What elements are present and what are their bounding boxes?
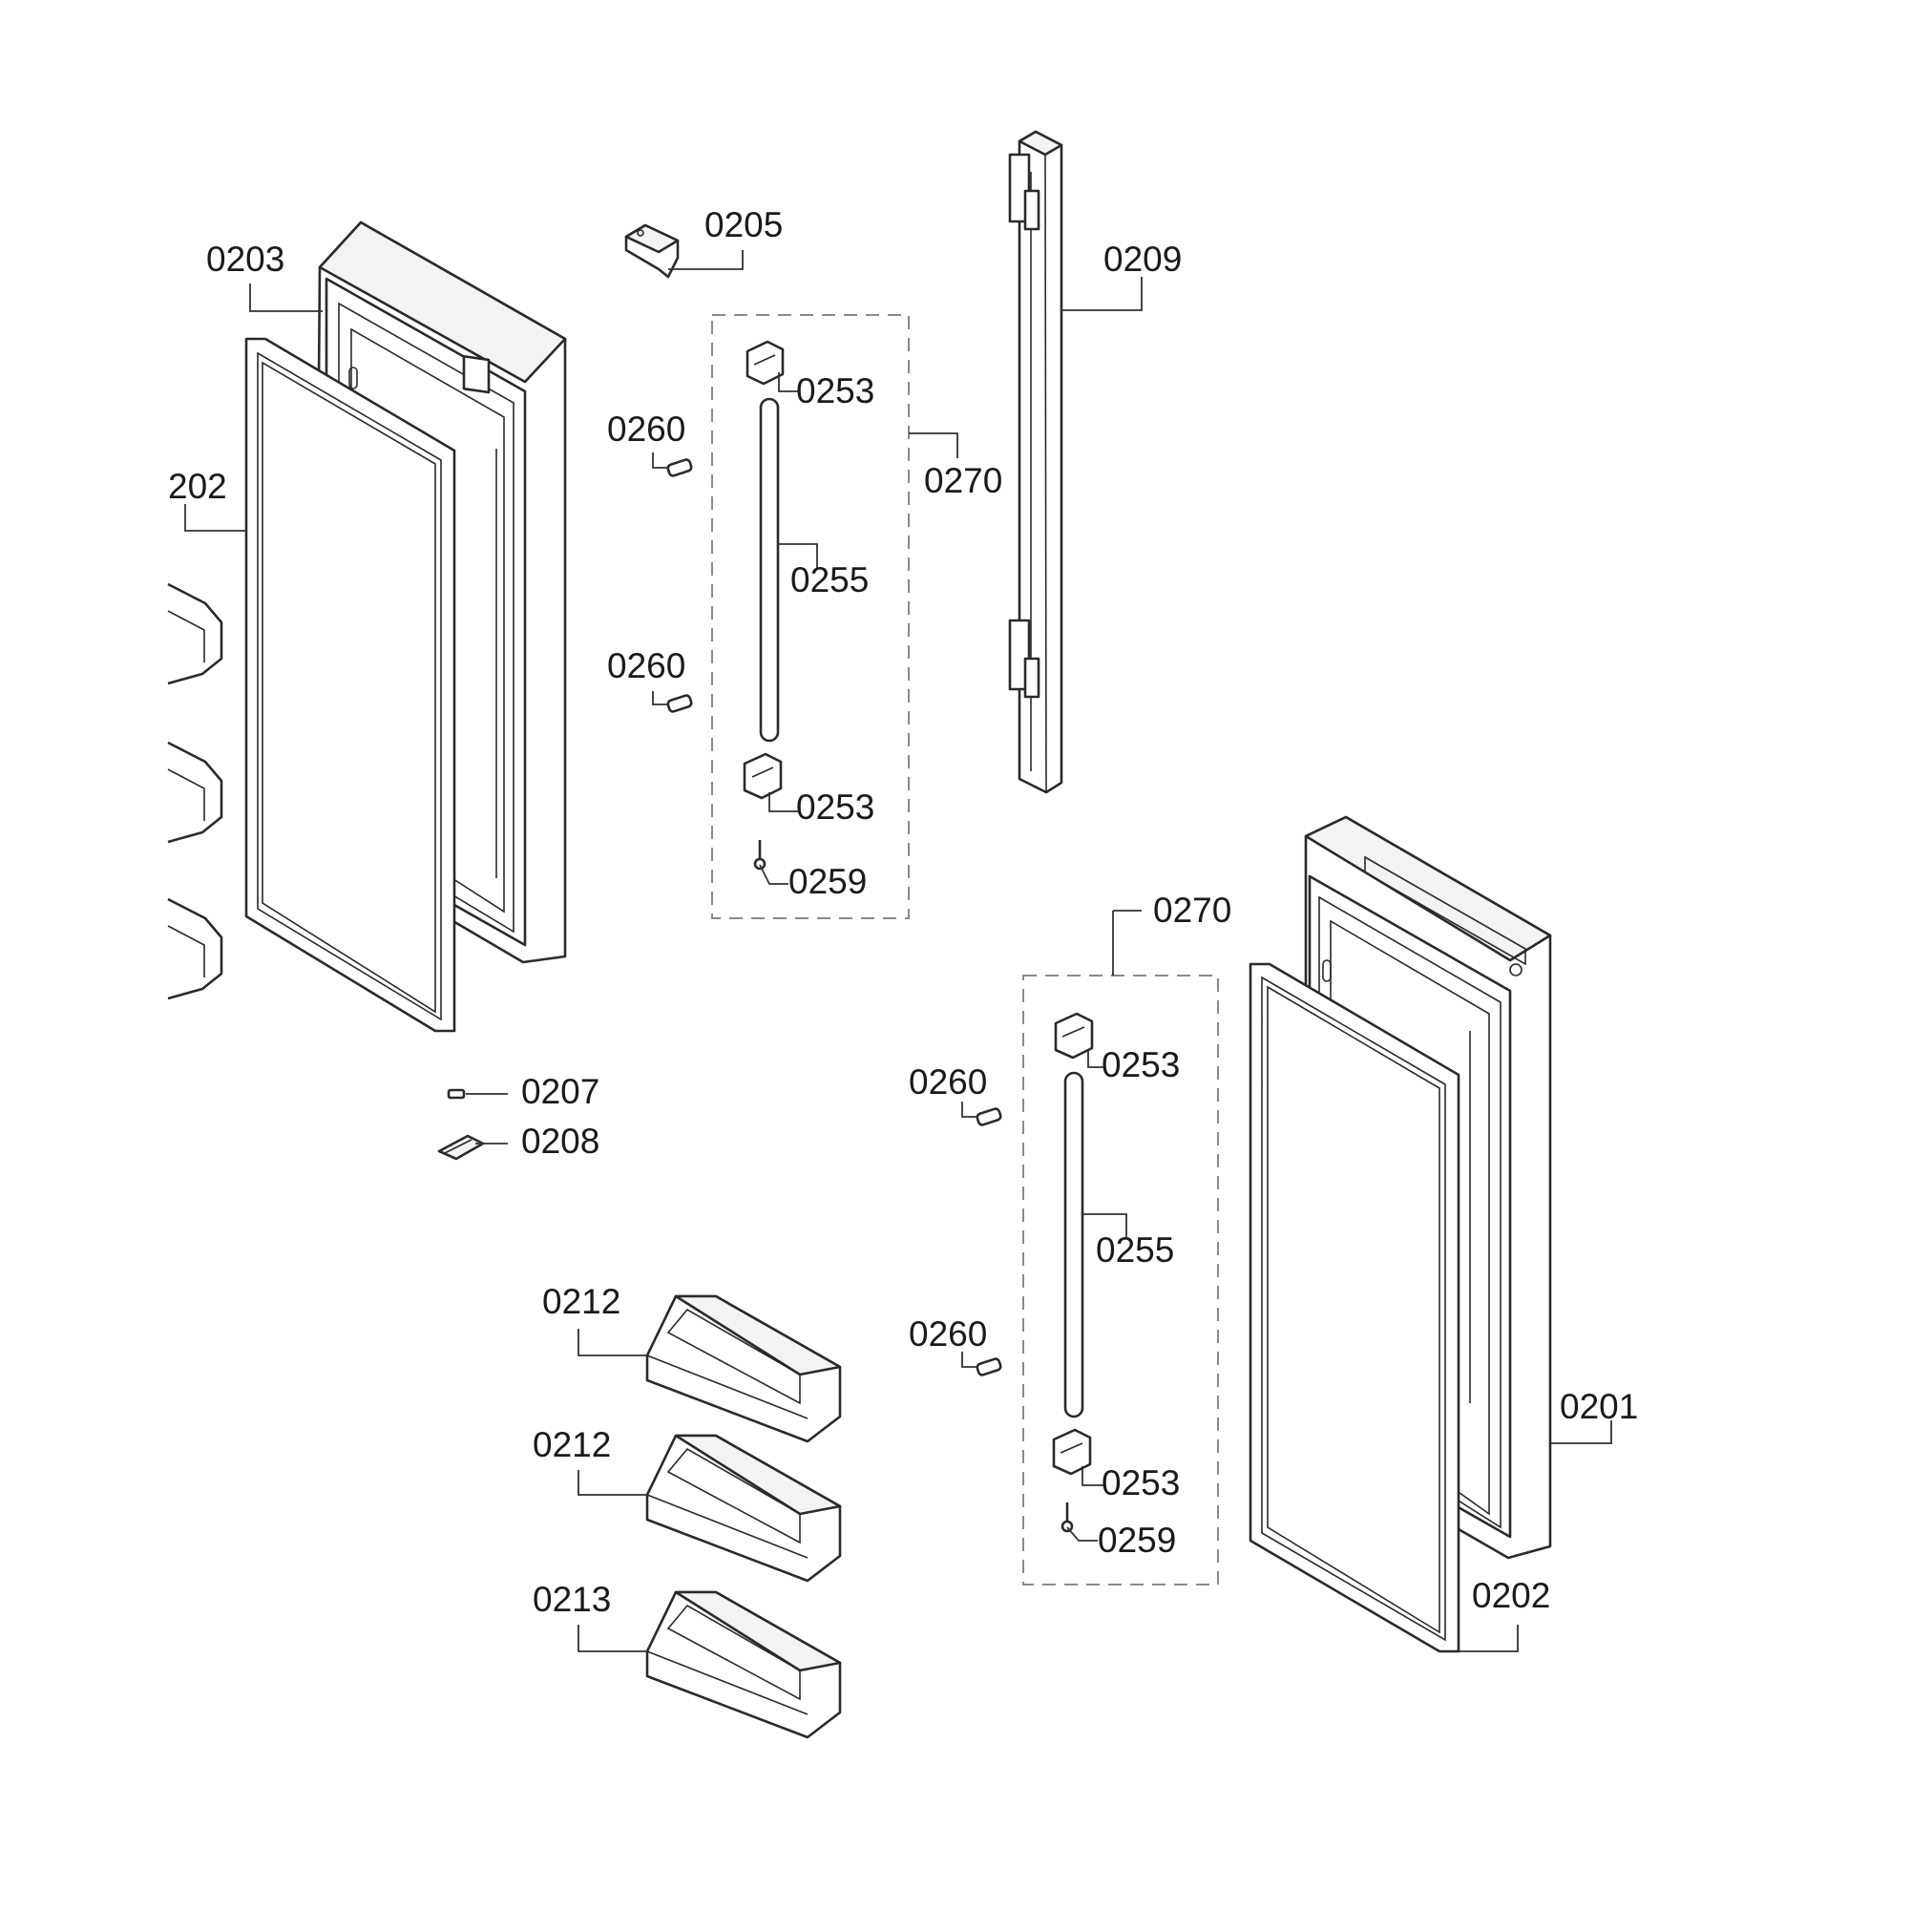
label-0253-d: 0253 (1102, 1463, 1180, 1502)
label-0259-a: 0259 (788, 862, 867, 901)
part-door-bin-0212-a[interactable] (645, 1294, 842, 1443)
label-0255-a: 0255 (790, 560, 869, 599)
part-door-bin-0213[interactable] (645, 1590, 842, 1739)
part-hinge-bracket-0253-c[interactable] (1054, 1012, 1094, 1060)
part-gasket-left[interactable] (244, 337, 456, 1033)
part-rod-0255-b[interactable] (1063, 1071, 1084, 1418)
part-hinge-cover-0205[interactable] (624, 223, 680, 279)
label-0260-a: 0260 (607, 410, 685, 449)
label-0259-b: 0259 (1098, 1521, 1176, 1560)
label-0209: 0209 (1103, 240, 1182, 279)
part-pin-0260-d[interactable] (976, 1357, 1002, 1376)
part-handle-0209[interactable] (1008, 130, 1063, 794)
label-0202-left: 202 (168, 467, 227, 506)
label-0208: 0208 (521, 1122, 599, 1161)
part-rod-0255-a[interactable] (759, 397, 780, 743)
label-0255-b: 0255 (1096, 1230, 1174, 1270)
label-0212-a: 0212 (542, 1282, 620, 1321)
label-0207: 0207 (521, 1072, 599, 1111)
label-0253-a: 0253 (796, 371, 874, 410)
part-hinge-bracket-0253-a[interactable] (746, 340, 785, 386)
label-0253-b: 0253 (796, 788, 874, 827)
part-latch-0208[interactable] (437, 1134, 485, 1161)
part-pin-0260-b[interactable] (666, 694, 693, 713)
part-screw-0259-a[interactable] (753, 840, 766, 871)
part-hinge-bracket-0253-d[interactable] (1052, 1428, 1092, 1476)
part-screw-0259-b[interactable] (1060, 1502, 1074, 1533)
part-bins-left-cropped (167, 582, 223, 1000)
label-0260-b: 0260 (607, 646, 685, 685)
label-0212-b: 0212 (533, 1425, 611, 1464)
label-0203: 0203 (206, 240, 284, 279)
part-labels: 0203 202 0205 0209 0253 0270 0260 0255 0… (168, 205, 1638, 1619)
label-0260-d: 0260 (909, 1314, 987, 1354)
kit-box-0270-bottom (1022, 975, 1219, 1586)
part-clip-0207[interactable] (447, 1088, 466, 1100)
label-0260-c: 0260 (909, 1062, 987, 1102)
leader-lines (184, 250, 1612, 1652)
part-door-bin-0212-b[interactable] (645, 1434, 842, 1583)
label-0270-top: 0270 (924, 461, 1002, 500)
label-0213: 0213 (533, 1580, 611, 1619)
label-0202-right: 0202 (1472, 1576, 1550, 1615)
label-0270-bottom: 0270 (1153, 891, 1231, 930)
label-0205: 0205 (704, 205, 783, 244)
kit-box-0270-top (711, 314, 910, 919)
part-hinge-bracket-0253-b[interactable] (743, 752, 783, 800)
label-0253-c: 0253 (1102, 1045, 1180, 1084)
part-gasket-right[interactable] (1249, 962, 1460, 1653)
part-pin-0260-a[interactable] (666, 458, 693, 477)
part-pin-0260-c[interactable] (976, 1107, 1002, 1126)
label-0201: 0201 (1560, 1387, 1638, 1426)
